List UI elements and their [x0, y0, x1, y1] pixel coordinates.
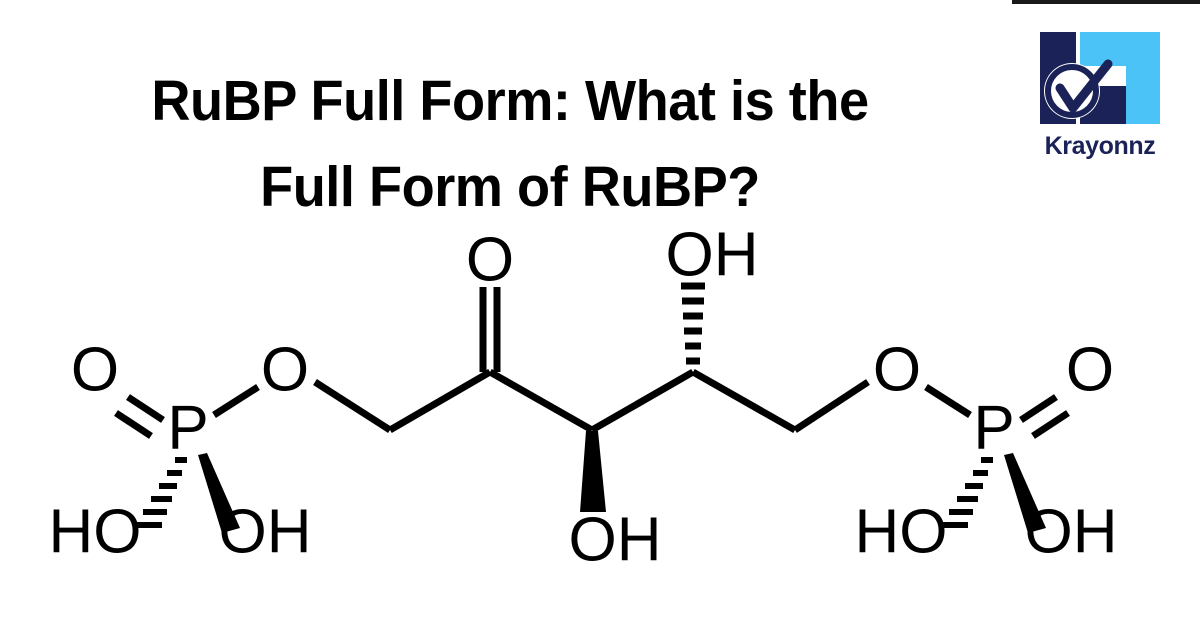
bond-right-p-double-o-a: [1019, 394, 1058, 423]
atom-left-phosphate-oh: OH: [219, 498, 312, 567]
krayonnz-logo[interactable]: Krayonnz: [1032, 28, 1168, 168]
bond-c3-c4: [590, 368, 695, 434]
atom-right-phosphate-ester-o: O: [873, 336, 921, 405]
rubp-structure-svg: O P O HO OH O OH OH: [49, 221, 1118, 575]
bond-c2-c3: [488, 368, 594, 434]
rubp-structure-diagram: O P O HO OH O OH OH: [0, 215, 1200, 585]
bond-c4-oh-hashed: [681, 282, 705, 365]
bond-right-p-ho-hashed: [941, 457, 993, 528]
bond-right-p-oh-wedge: [1004, 453, 1046, 533]
bond-c1-to-ester-o-left: [313, 379, 392, 433]
atom-right-phosphate-double-o: O: [1066, 336, 1114, 405]
bond-c4-c5: [691, 368, 797, 434]
top-edge-rule: [1012, 0, 1200, 4]
bond-c5-to-ester-o-right: [793, 379, 870, 433]
atom-left-phosphate-ho: HO: [49, 498, 142, 567]
logo-check-circle-bg: [1044, 63, 1100, 119]
atom-right-phosphate-ho: HO: [855, 498, 948, 567]
page-title-line-2: Full Form of RuBP?: [260, 155, 760, 219]
bond-left-p-ester-o: [212, 384, 260, 418]
bond-c1-c2: [388, 368, 492, 434]
krayonnz-logo-mark: [1040, 32, 1160, 124]
atom-c3-oh: OH: [569, 506, 662, 575]
atom-right-phosphate-oh: OH: [1025, 498, 1118, 567]
bond-left-p-double-o-a: [126, 394, 165, 423]
atom-left-phosphate-ester-o: O: [261, 336, 309, 405]
bond-right-p-double-o-b: [1031, 410, 1070, 439]
bond-c3-oh-wedge: [580, 431, 606, 512]
bond-right-p-ester-o: [924, 384, 972, 418]
page-title: RuBP Full Form: What is the Full Form of…: [40, 58, 980, 230]
page-title-line-1: RuBP Full Form: What is the: [151, 69, 869, 133]
bond-left-p-ho-hashed: [135, 457, 187, 528]
atom-ketone-o: O: [466, 226, 514, 295]
krayonnz-wordmark: Krayonnz: [1044, 132, 1156, 160]
atom-right-phosphate-p: P: [973, 394, 1014, 463]
check-icon: [1055, 59, 1113, 113]
logo-check-ring: [1045, 64, 1099, 118]
bond-left-p-double-o-b: [114, 410, 153, 439]
atom-c4-oh: OH: [666, 221, 759, 290]
atom-left-phosphate-p: P: [167, 394, 208, 463]
atom-left-phosphate-double-o: O: [71, 336, 119, 405]
bond-left-p-oh-wedge: [198, 453, 240, 533]
